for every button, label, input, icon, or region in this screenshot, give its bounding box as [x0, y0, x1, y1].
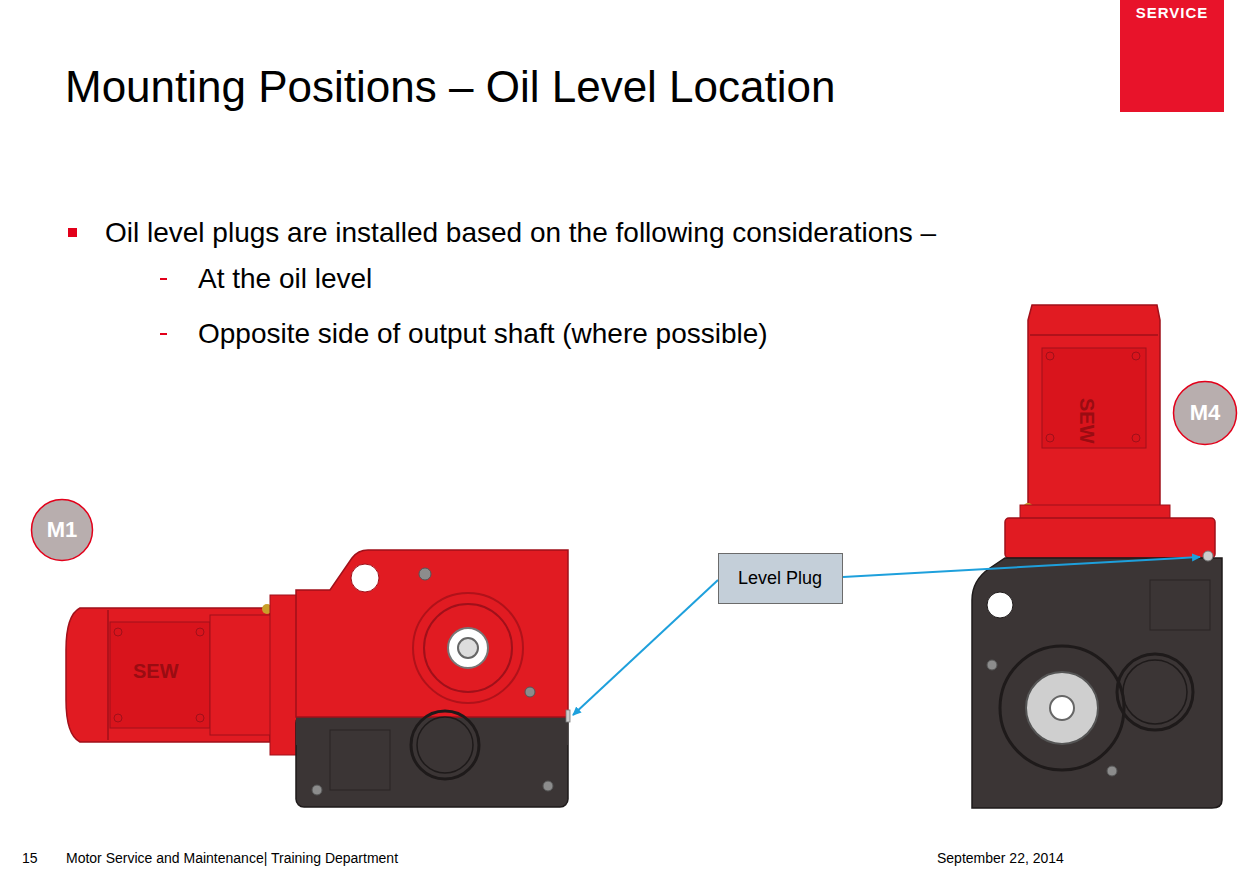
node-text: Level Plug	[738, 568, 822, 589]
footer-date: September 22, 2014	[937, 850, 1064, 866]
bullet-square	[68, 228, 77, 237]
slide-title: Mounting Positions – Oil Level Location	[65, 62, 835, 112]
service-badge: SERVICE	[1120, 0, 1224, 112]
gearbox-m4	[972, 305, 1222, 808]
footer-text: Motor Service and Maintenance| Training …	[66, 850, 398, 866]
node-text-wrap: Level Plug	[718, 553, 843, 604]
sub-bullet-text: At the oil level	[198, 263, 372, 295]
motor-brand: SEW	[1075, 398, 1098, 444]
page-number: 15	[22, 850, 38, 866]
leader-line	[573, 580, 718, 715]
shape-fill	[32, 500, 93, 561]
mounting-position-badge: M4	[1172, 380, 1238, 446]
motor-brand: SEW	[133, 660, 179, 683]
gearbox-m1	[66, 550, 570, 807]
node-text-wrap: SERVICE	[1120, 0, 1224, 112]
leader-line	[843, 557, 1200, 577]
level-plug	[1203, 551, 1213, 561]
node-text: M4	[1190, 400, 1221, 426]
shape-fill	[1120, 0, 1224, 112]
bullet-dash	[160, 278, 167, 280]
shape-fill	[718, 553, 842, 603]
node-text-wrap: M1	[30, 498, 94, 562]
bullet-dash	[160, 333, 167, 335]
callout-box: Level Plug	[718, 553, 843, 604]
sub-bullet-text: Opposite side of output shaft (where pos…	[198, 318, 768, 350]
node-text: M1	[47, 517, 78, 543]
node-text-wrap: M4	[1172, 380, 1238, 446]
shape-fill	[1174, 382, 1237, 445]
node-text: SERVICE	[1136, 4, 1209, 21]
bullet-text: Oil level plugs are installed based on t…	[105, 217, 936, 249]
level-plug	[566, 710, 570, 722]
mounting-position-badge: M1	[30, 498, 94, 562]
